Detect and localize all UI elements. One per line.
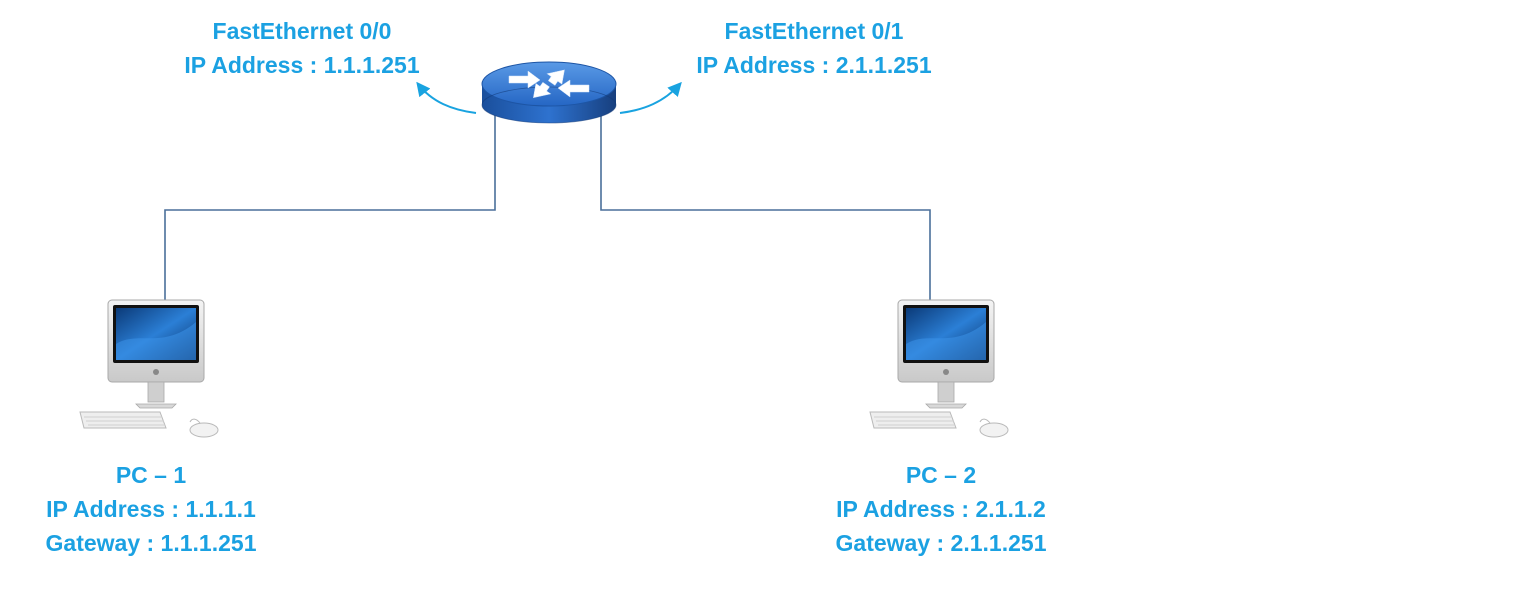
fastethernet-0-0-label: FastEthernet 0/0 IP Address : 1.1.1.251 [152,14,452,82]
interface-name: FastEthernet 0/0 [212,18,392,44]
link-router-to-pc1 [164,112,496,305]
fa00-pointer-arrow [416,81,477,114]
fastethernet-0-1-label: FastEthernet 0/1 IP Address : 2.1.1.251 [664,14,964,82]
pc1-desktop-computer-icon[interactable] [79,299,219,438]
interface-name: FastEthernet 0/1 [724,18,904,44]
pc2-desktop-computer-icon[interactable] [869,299,1009,438]
fa01-pointer-arrow [619,81,682,114]
pc1-label: PC – 1 IP Address : 1.1.1.1 Gateway : 1.… [20,458,282,560]
pc-ip-address: IP Address : 2.1.1.2 [836,496,1046,522]
pc-name: PC – 1 [115,462,187,488]
router-icon[interactable] [481,61,617,124]
pc2-label: PC – 2 IP Address : 2.1.1.2 Gateway : 2.… [810,458,1072,560]
link-router-to-pc2 [600,112,931,305]
pc-gateway: Gateway : 2.1.1.251 [835,530,1047,556]
interface-ip-address: IP Address : 1.1.1.251 [184,52,420,78]
interface-ip-address: IP Address : 2.1.1.251 [696,52,932,78]
pc-gateway: Gateway : 1.1.1.251 [45,530,257,556]
pc-name: PC – 2 [905,462,977,488]
pc-ip-address: IP Address : 1.1.1.1 [46,496,256,522]
